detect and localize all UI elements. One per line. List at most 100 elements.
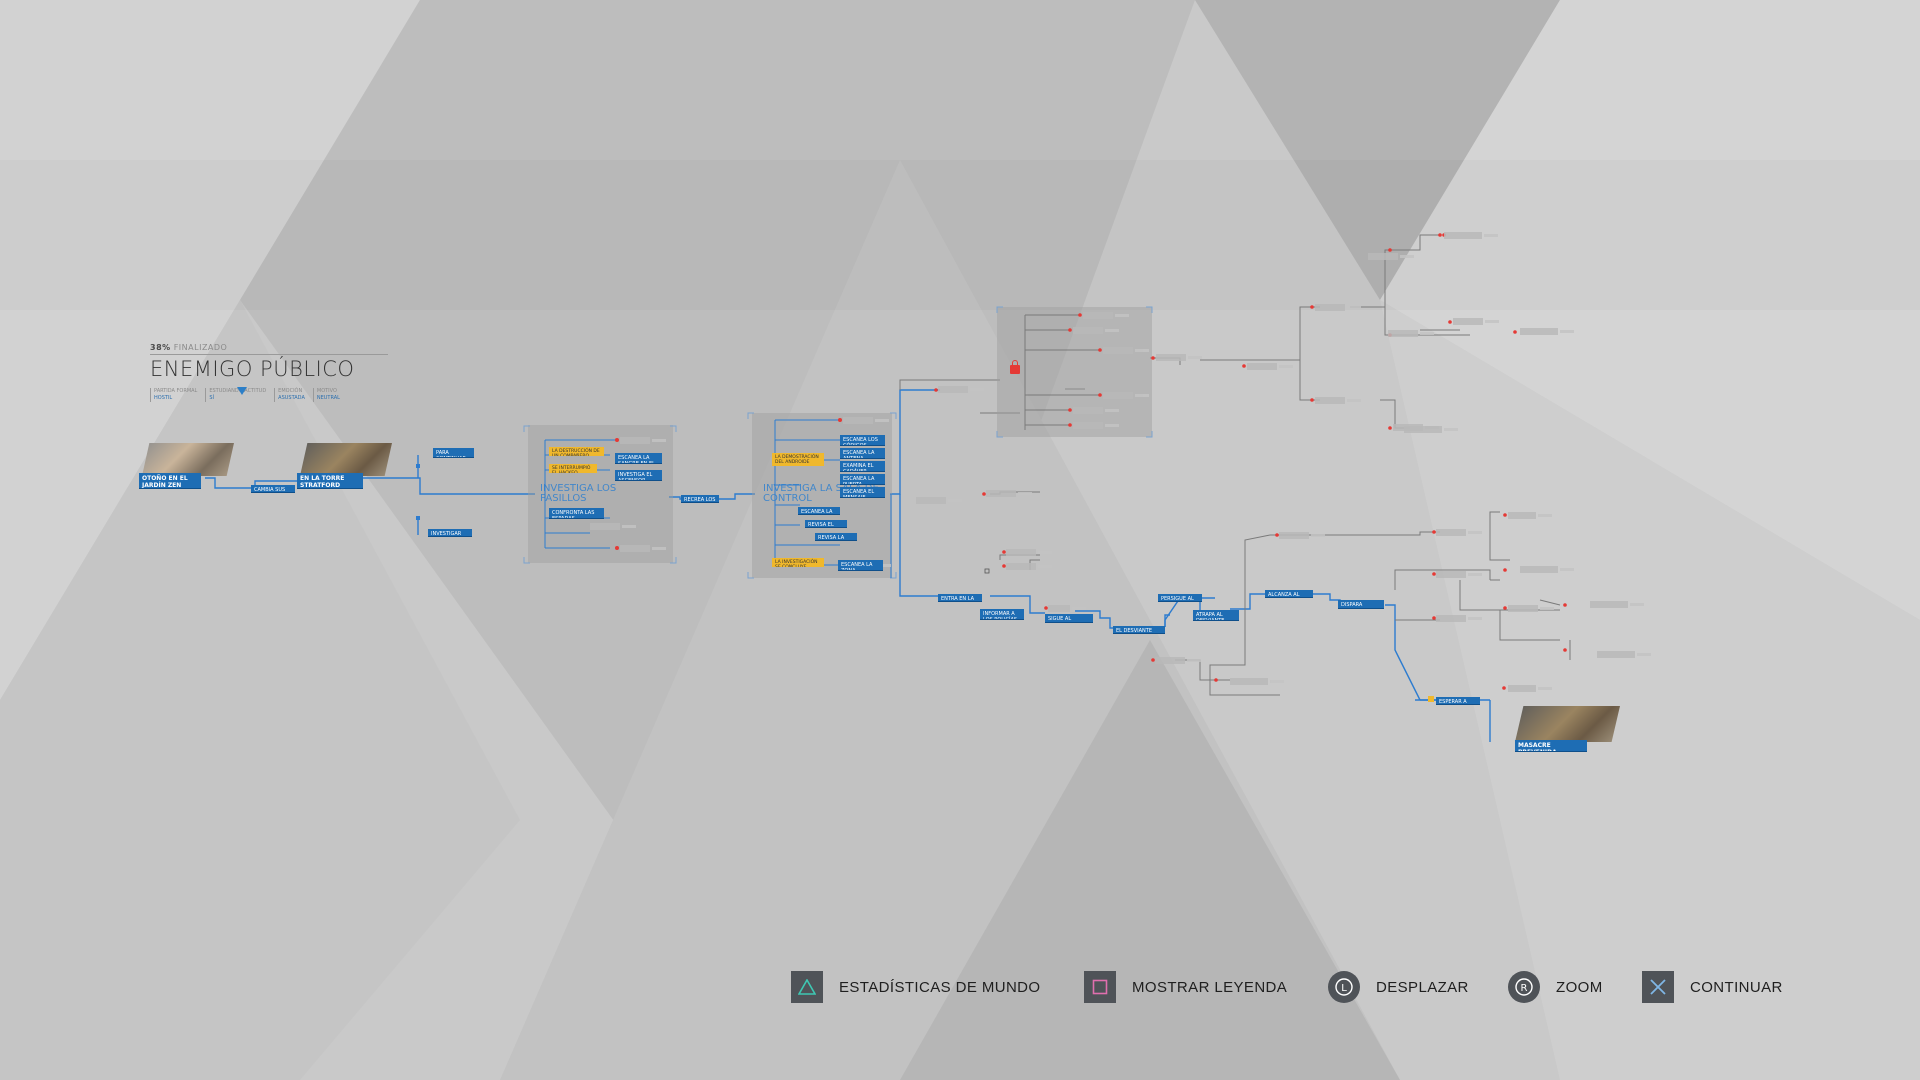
control-pan[interactable]: L DESPLAZAR (1328, 971, 1469, 1003)
node-yellow[interactable]: LA DEMOSTRACIÓN DEL ANDROIDE (772, 453, 824, 466)
locked-node (590, 523, 636, 530)
locked-node (1103, 392, 1149, 399)
locked-node (1368, 253, 1414, 260)
control-label: ZOOM (1556, 978, 1603, 996)
progress-value: 38% (150, 343, 171, 352)
node-blue[interactable]: REVISA EL PISO (805, 520, 847, 527)
locked-node (916, 497, 962, 504)
locked-node (1388, 330, 1434, 337)
node-yellow[interactable]: LA DESTRUCCIÓN DE UN COMPAÑERO ANDROIDE (549, 447, 604, 456)
end-thumbnail[interactable] (1515, 706, 1620, 742)
node-blue[interactable]: ESCANEA LA ZONA (798, 507, 840, 514)
node-end[interactable]: MASACRE PREVENIDA (1515, 740, 1587, 751)
locked-node (1597, 651, 1651, 658)
node-yellow[interactable]: LA INVESTIGACIÓN SE CONCLUYE (772, 558, 824, 567)
node-yellow[interactable]: SE INTERRUMPIÓ EL HACKEO (549, 464, 597, 473)
locked-node (620, 437, 666, 444)
stat-value: HOSTIL (154, 395, 173, 401)
node-follow[interactable]: SIGUE AL DESVIANTE (1045, 614, 1093, 622)
node-small[interactable]: CAMBIA SUS PESTAÑAS (251, 485, 295, 492)
control-zoom[interactable]: R ZOOM (1508, 971, 1603, 1003)
node-link[interactable]: RECREA LOS HECHOS (681, 495, 719, 502)
node-blue[interactable]: ESCANEA LA SANGRE EN EL SUELO (615, 453, 662, 463)
locked-node (1103, 347, 1149, 354)
svg-text:L: L (1341, 983, 1347, 994)
node-start[interactable]: OTOÑO EN EL JARDÍN ZEN (139, 473, 201, 488)
locked-node (1073, 327, 1119, 334)
node-elevator[interactable]: EL DESVIANTE ESTÁ (1113, 626, 1165, 633)
locked-node (1404, 426, 1458, 433)
control-world-stats[interactable]: ESTADÍSTICAS DE MUNDO (791, 971, 1040, 1003)
locked-node (1436, 615, 1482, 622)
node-blue[interactable]: ESCANEA EL MENSAJE (840, 487, 885, 497)
stat-label: PARTIDA FORMAL (154, 388, 198, 394)
cross-icon[interactable] (1642, 971, 1674, 1003)
start-thumbnail[interactable] (142, 443, 234, 476)
right-stick-icon[interactable]: R (1508, 971, 1540, 1003)
tower-thumbnail[interactable] (300, 443, 392, 476)
node-pursue[interactable]: PERSIGUE AL DESVIANTE (1158, 594, 1202, 601)
lock-icon (1010, 360, 1020, 374)
locked-node (1436, 571, 1482, 578)
node-blue[interactable]: ESCANEA LOS CÓDIGOS (840, 435, 885, 445)
node-tower[interactable]: EN LA TORRE STRATFORD (297, 473, 363, 488)
locked-node (1520, 566, 1574, 573)
locked-node (1006, 563, 1052, 570)
node-blue[interactable]: ESCANEA LA ZONA (838, 560, 883, 570)
stat-label: MOTIVO (316, 388, 337, 394)
locked-node (1156, 354, 1202, 361)
node-blue[interactable]: ESCANEA LA ANTENA (840, 448, 885, 458)
node-enter-roof[interactable]: ENTRA EN LA AZOTEA (938, 594, 982, 601)
locked-node (1508, 605, 1554, 612)
progress-label: FINALIZADO (173, 343, 228, 352)
node-wait[interactable]: ESPERAR A LOS REFUERZOS (1436, 697, 1480, 704)
locked-node (1006, 549, 1052, 556)
region-label-control: INVESTIGA LA SALA DE CONTROL (763, 483, 879, 504)
square-icon[interactable] (1084, 971, 1116, 1003)
node-small[interactable]: PARA CONTINUAR, SIGUE (433, 448, 474, 457)
locked-node (1279, 532, 1325, 539)
node-blue[interactable]: INVESTIGA EL ASCENSOR (615, 470, 662, 480)
node-small[interactable]: INVESTIGAR ASCENSOR (428, 529, 472, 536)
control-label: DESPLAZAR (1376, 978, 1469, 996)
node-shoot[interactable]: DISPARA (1338, 600, 1384, 608)
node-blue[interactable]: EXAMINA EL CADÁVER (840, 461, 885, 471)
locked-node (1444, 232, 1498, 239)
control-continue[interactable]: CONTINUAR (1642, 971, 1783, 1003)
node-blue[interactable]: REVISA LA SANGRE (815, 533, 857, 540)
node-blue[interactable]: ESCANEA LA PUERTA (840, 474, 885, 484)
chapter-header: 38% FINALIZADO ENEMIGO PÚBLICO PARTIDA F… (150, 343, 390, 402)
locked-node (620, 545, 666, 552)
node-inform[interactable]: INFORMAR A LOS POLICÍAS (980, 609, 1024, 619)
svg-text:R: R (1521, 983, 1528, 994)
left-stick-icon[interactable]: L (1328, 971, 1360, 1003)
locked-node (1247, 363, 1293, 370)
locked-node (1315, 397, 1361, 404)
stat-label: EMOCIÓN (278, 388, 303, 394)
locked-node (1436, 529, 1482, 536)
stat-value: ASUSTADA (278, 395, 305, 401)
node-blue[interactable]: CONFRONTA LAS ESPADAS (549, 508, 604, 518)
chapter-progress: 38% FINALIZADO (150, 343, 390, 352)
locked-node (1073, 422, 1119, 429)
control-show-legend[interactable]: MOSTRAR LEYENDA (1084, 971, 1287, 1003)
triangle-icon[interactable] (791, 971, 823, 1003)
locked-node (1155, 657, 1201, 664)
locked-node (1083, 312, 1129, 319)
node-catch[interactable]: ATRAPA AL DESVIANTE (1193, 610, 1239, 620)
locked-node (1315, 304, 1361, 311)
locked-node (843, 417, 889, 424)
node-reach[interactable]: ALCANZA AL DESVIANTE (1265, 590, 1313, 597)
stat-value: NEUTRAL (316, 395, 340, 401)
stat-value: SÍ (209, 395, 214, 401)
locked-node (938, 386, 984, 393)
control-label: CONTINUAR (1690, 978, 1783, 996)
locked-node (1508, 512, 1552, 519)
locked-node (1453, 318, 1499, 325)
